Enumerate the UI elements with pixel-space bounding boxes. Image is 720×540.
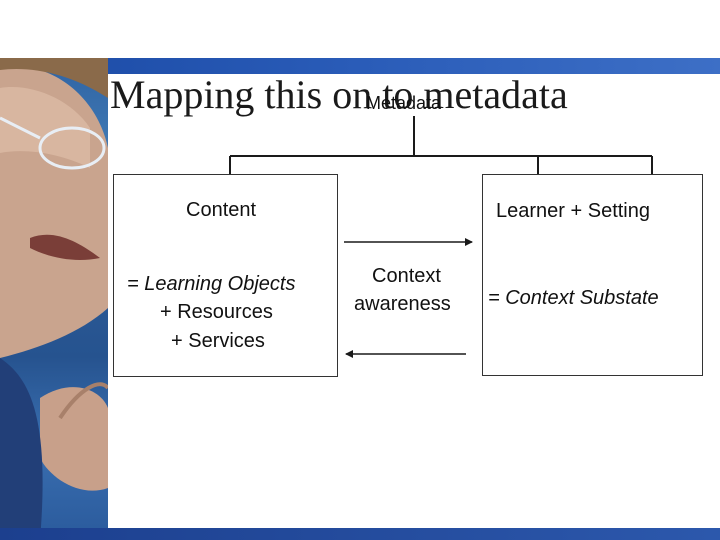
slide-title: Mapping this on to metadata <box>110 72 568 117</box>
services-line: + Services <box>171 330 265 352</box>
resources-line: + Resources <box>160 301 273 323</box>
slide-header-area <box>0 0 720 58</box>
header-band <box>0 58 720 74</box>
content-box <box>113 174 338 377</box>
content-heading: Content <box>186 199 257 221</box>
context-substate-label: = Context Substate <box>488 287 659 309</box>
context-label: Context <box>372 265 441 287</box>
context-box <box>482 174 703 376</box>
awareness-label: awareness <box>354 293 451 315</box>
metadata-label: Metadata <box>366 93 442 113</box>
footer-band <box>0 528 720 540</box>
presenter-photo-illustration <box>0 58 108 540</box>
learning-objects-line: = Learning Objects <box>127 273 296 295</box>
learner-setting-heading: Learner + Setting <box>496 200 650 222</box>
presenter-photo <box>0 58 108 540</box>
